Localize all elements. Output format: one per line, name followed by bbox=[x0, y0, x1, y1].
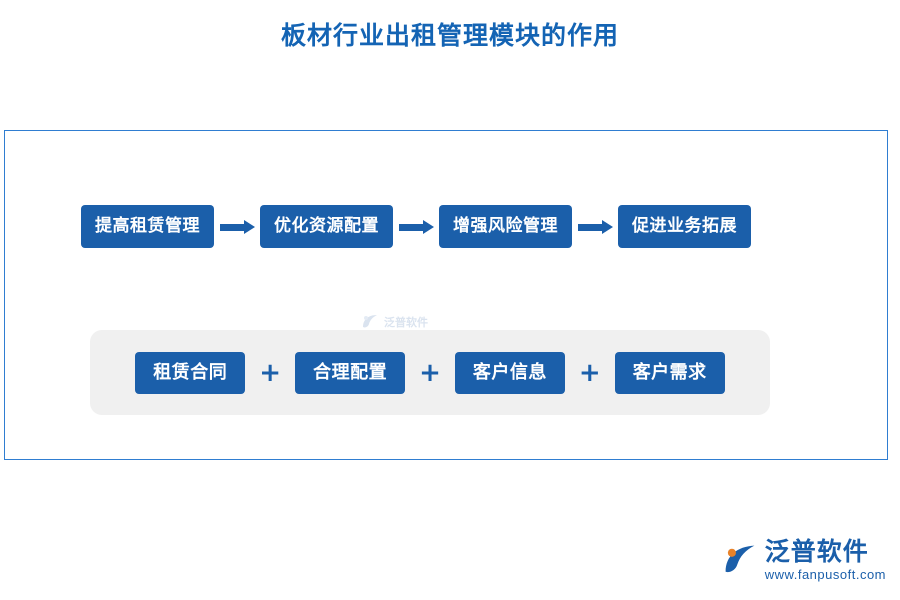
flow-step-1[interactable]: 提高租赁管理 bbox=[81, 205, 214, 248]
tag-3[interactable]: 客户信息 bbox=[454, 351, 565, 394]
plus-separator-icon: + bbox=[419, 357, 441, 388]
flow-step-2[interactable]: 优化资源配置 bbox=[260, 205, 393, 248]
diagram-panel: 提高租赁管理 优化资源配置 增强风险管理 促进业务拓展 泛普软件 租赁合同 + … bbox=[4, 130, 888, 460]
page-title: 板材行业出租管理模块的作用 bbox=[280, 21, 619, 50]
tag-2[interactable]: 合理配置 bbox=[295, 351, 406, 394]
fanpu-logo-icon bbox=[722, 542, 758, 578]
center-watermark-text: 泛普软件 bbox=[384, 316, 428, 329]
flow-step-3[interactable]: 增强风险管理 bbox=[439, 205, 572, 248]
fanpu-logo-icon bbox=[360, 312, 380, 332]
center-watermark: 泛普软件 bbox=[360, 309, 480, 335]
tag-1[interactable]: 租赁合同 bbox=[135, 351, 246, 394]
flow-step-4[interactable]: 促进业务拓展 bbox=[618, 205, 751, 248]
brand-logo-text: 泛普软件 www.fanpusoft.com bbox=[764, 536, 886, 582]
arrow-right-icon bbox=[214, 219, 260, 234]
plus-separator-icon: + bbox=[259, 357, 282, 388]
brand-url: www.fanpusoft.com bbox=[764, 567, 886, 582]
plus-separator-icon: + bbox=[578, 357, 601, 388]
brand-logo: 泛普软件 www.fanpusoft.com bbox=[722, 536, 886, 582]
arrow-right-icon bbox=[393, 219, 439, 234]
tag-4[interactable]: 客户需求 bbox=[614, 351, 725, 394]
flow-row: 提高租赁管理 优化资源配置 增强风险管理 促进业务拓展 bbox=[81, 205, 751, 248]
arrow-right-icon bbox=[572, 219, 618, 234]
tag-band-inner: 租赁合同 + 合理配置 + 客户信息 + 客户需求 bbox=[90, 330, 770, 415]
brand-name: 泛普软件 bbox=[764, 536, 869, 566]
tag-band: 租赁合同 + 合理配置 + 客户信息 + 客户需求 bbox=[90, 330, 770, 415]
